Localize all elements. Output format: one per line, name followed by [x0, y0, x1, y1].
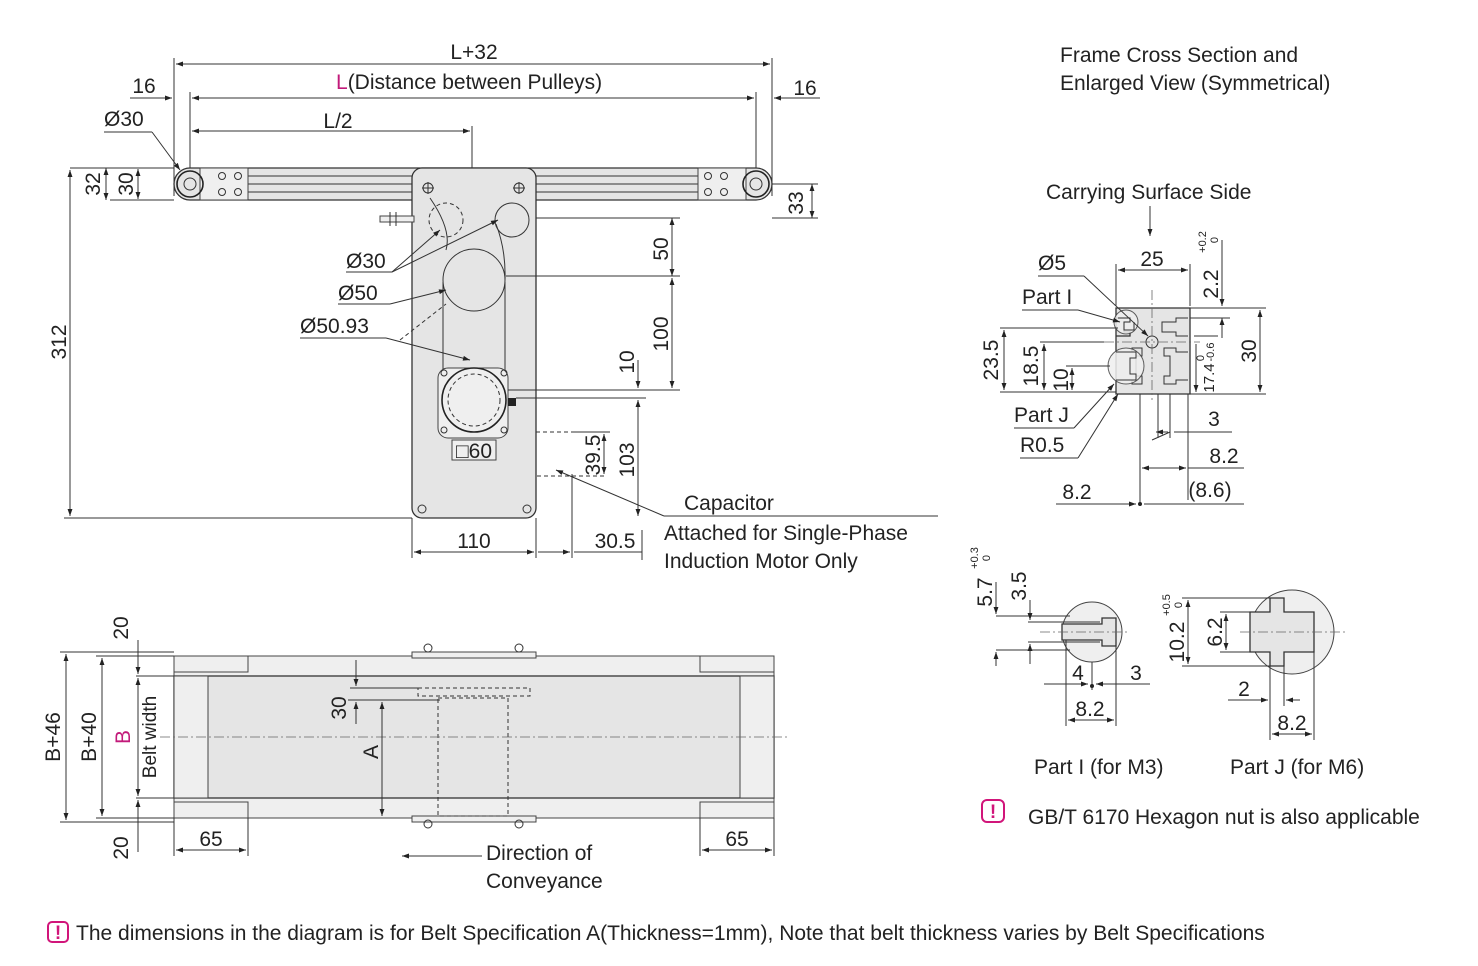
overall-length-label: L+32 [450, 41, 497, 64]
pulley-left [176, 170, 204, 198]
profile-width-25: 25 [1140, 248, 1163, 271]
pulley-right [742, 170, 770, 198]
total-height-312: 312 [48, 324, 71, 359]
detail-i-width-3: 3 [1130, 662, 1142, 685]
svg-text:!: ! [990, 802, 996, 823]
belt-width-label: Belt width [140, 696, 161, 778]
dim-100: 100 [650, 316, 673, 351]
dim-39-5: 39.5 [582, 435, 605, 476]
height-30: 30 [1238, 339, 1261, 362]
dim-10: 10 [616, 350, 639, 373]
detail-i-width-4: 4 [1072, 662, 1084, 685]
height-10: 10 [1050, 368, 1073, 391]
detail-j-caption: Part J (for M6) [1230, 756, 1364, 779]
detail-i-tol-lower: 0 [981, 555, 993, 561]
height-2-2: 2.2 [1200, 269, 1223, 298]
belt-spec-note: The dimensions in the diagram is for Bel… [76, 922, 1265, 945]
height-18-5: 18.5 [1020, 346, 1043, 387]
motor-terminal [508, 398, 516, 406]
detail-i-height-3-5: 3.5 [1008, 571, 1031, 600]
detail-part-j: 10.2 +0.5 0 6.2 2 8.2 Part J (for M6) [1161, 589, 1364, 779]
frame-height-30: 30 [115, 172, 138, 195]
dim-65-right: 65 [725, 828, 748, 851]
frame-height-32: 32 [82, 172, 105, 195]
part-j-label: Part J [1014, 404, 1069, 427]
note-hex-nut: ! GB/T 6170 Hexagon nut is also applicab… [981, 799, 1420, 829]
width-8-2: 8.2 [1209, 445, 1238, 468]
detail-j-width-8-2: 8.2 [1277, 712, 1306, 735]
dim-20-bottom: 20 [110, 836, 133, 859]
end-length-right: 16 [793, 77, 816, 100]
direction-label-line1: Direction of [486, 842, 592, 865]
detail-i-height-5-7: 5.7 [974, 577, 997, 606]
capacitor-note-line2: Induction Motor Only [664, 550, 858, 573]
capacitor-note-line1: Attached for Single-Phase [664, 522, 908, 545]
capacitor-title: Capacitor [684, 492, 774, 515]
note-belt-spec: ! The dimensions in the diagram is for B… [47, 921, 1265, 945]
dim-30-5: 30.5 [595, 530, 636, 553]
detail-j-tol-lower: 0 [1173, 602, 1185, 608]
detail-j-tol-upper: +0.5 [1161, 594, 1173, 616]
drive-flange-top [411, 651, 537, 659]
drive-unit-plate [411, 167, 537, 519]
dim-a: A [360, 745, 383, 759]
height-2-2-tol-lower: 0 [1209, 237, 1221, 243]
dim-b-plus-46: B+46 [42, 712, 65, 762]
pulley-distance-text: (Distance between Pulleys) [348, 71, 602, 94]
detail-j-height-10-2: 10.2 [1166, 622, 1189, 663]
end-length-left: 16 [132, 75, 155, 98]
cross-section-title-line1: Frame Cross Section and [1060, 44, 1298, 67]
dim-50: 50 [650, 237, 673, 260]
half-length-label: L/2 [323, 110, 352, 133]
drive-diameter-label: Ø50 [338, 282, 378, 305]
idler-pulley-left [428, 202, 464, 238]
drive-flange-bottom [411, 815, 537, 823]
motor-pulley-diameter-label: Ø50.93 [300, 315, 369, 338]
dim-b: B [112, 730, 135, 744]
detail-j-width-2: 2 [1238, 678, 1250, 701]
idler-diameter-label: Ø30 [346, 250, 386, 273]
dim-20-top: 20 [110, 616, 133, 639]
drive-offset-33: 33 [785, 191, 808, 214]
dim-103: 103 [616, 442, 639, 477]
top-rail-top [173, 655, 775, 677]
warning-icon: ! [47, 921, 69, 944]
side-view: L+32 L(Distance between Pulleys) 16 16 L… [48, 41, 938, 573]
plate-width-110: 110 [457, 530, 490, 553]
dim-30-top-view: 30 [328, 696, 351, 719]
warning-icon: ! [981, 799, 1005, 823]
dia-5-label: Ø5 [1038, 252, 1066, 275]
part-i-label: Part I [1022, 286, 1072, 309]
width-8-2-left: 8.2 [1062, 481, 1091, 504]
dim-b-plus-40: B+40 [78, 712, 101, 762]
pulley-distance-letter: L [336, 71, 348, 94]
height-17-4-tol-upper: 0 [1195, 355, 1207, 361]
height-17-4-tol-lower: -0.6 [1205, 343, 1217, 362]
radius-label: R0.5 [1020, 434, 1064, 457]
dim-65-left: 65 [199, 828, 222, 851]
top-view: B+46 B+40 B Belt width 20 20 65 65 30 A … [42, 616, 790, 893]
height-17-4: 17.4 [1201, 363, 1218, 392]
carrying-surface-label: Carrying Surface Side [1046, 181, 1251, 204]
pulley-distance-label: L(Distance between Pulleys) [336, 71, 602, 94]
svg-text:!: ! [55, 923, 61, 944]
top-rail-bottom [173, 797, 775, 819]
detail-i-width-8-2: 8.2 [1075, 698, 1104, 721]
cross-section-view: Frame Cross Section and Enlarged View (S… [980, 44, 1330, 507]
cross-section-title-line2: Enlarged View (Symmetrical) [1060, 72, 1330, 95]
height-23-5: 23.5 [980, 340, 1003, 381]
direction-label-line2: Conveyance [486, 870, 603, 893]
pulley-diameter-label: Ø30 [104, 108, 144, 131]
width-3: 3 [1208, 408, 1220, 431]
hex-nut-note: GB/T 6170 Hexagon nut is also applicable [1028, 806, 1420, 829]
height-2-2-tol-upper: +0.2 [1197, 231, 1209, 253]
motor-body [441, 367, 507, 433]
width-8-6: (8.6) [1188, 479, 1231, 502]
detail-i-tol-upper: +0.3 [969, 547, 981, 569]
detail-part-i: 5.7 +0.3 0 3.5 4 3 8.2 Part I (for M3) [969, 547, 1164, 779]
detail-j-height-6-2: 6.2 [1204, 617, 1227, 646]
motor-size-label: □60 [456, 440, 492, 463]
detail-i-caption: Part I (for M3) [1034, 756, 1164, 779]
